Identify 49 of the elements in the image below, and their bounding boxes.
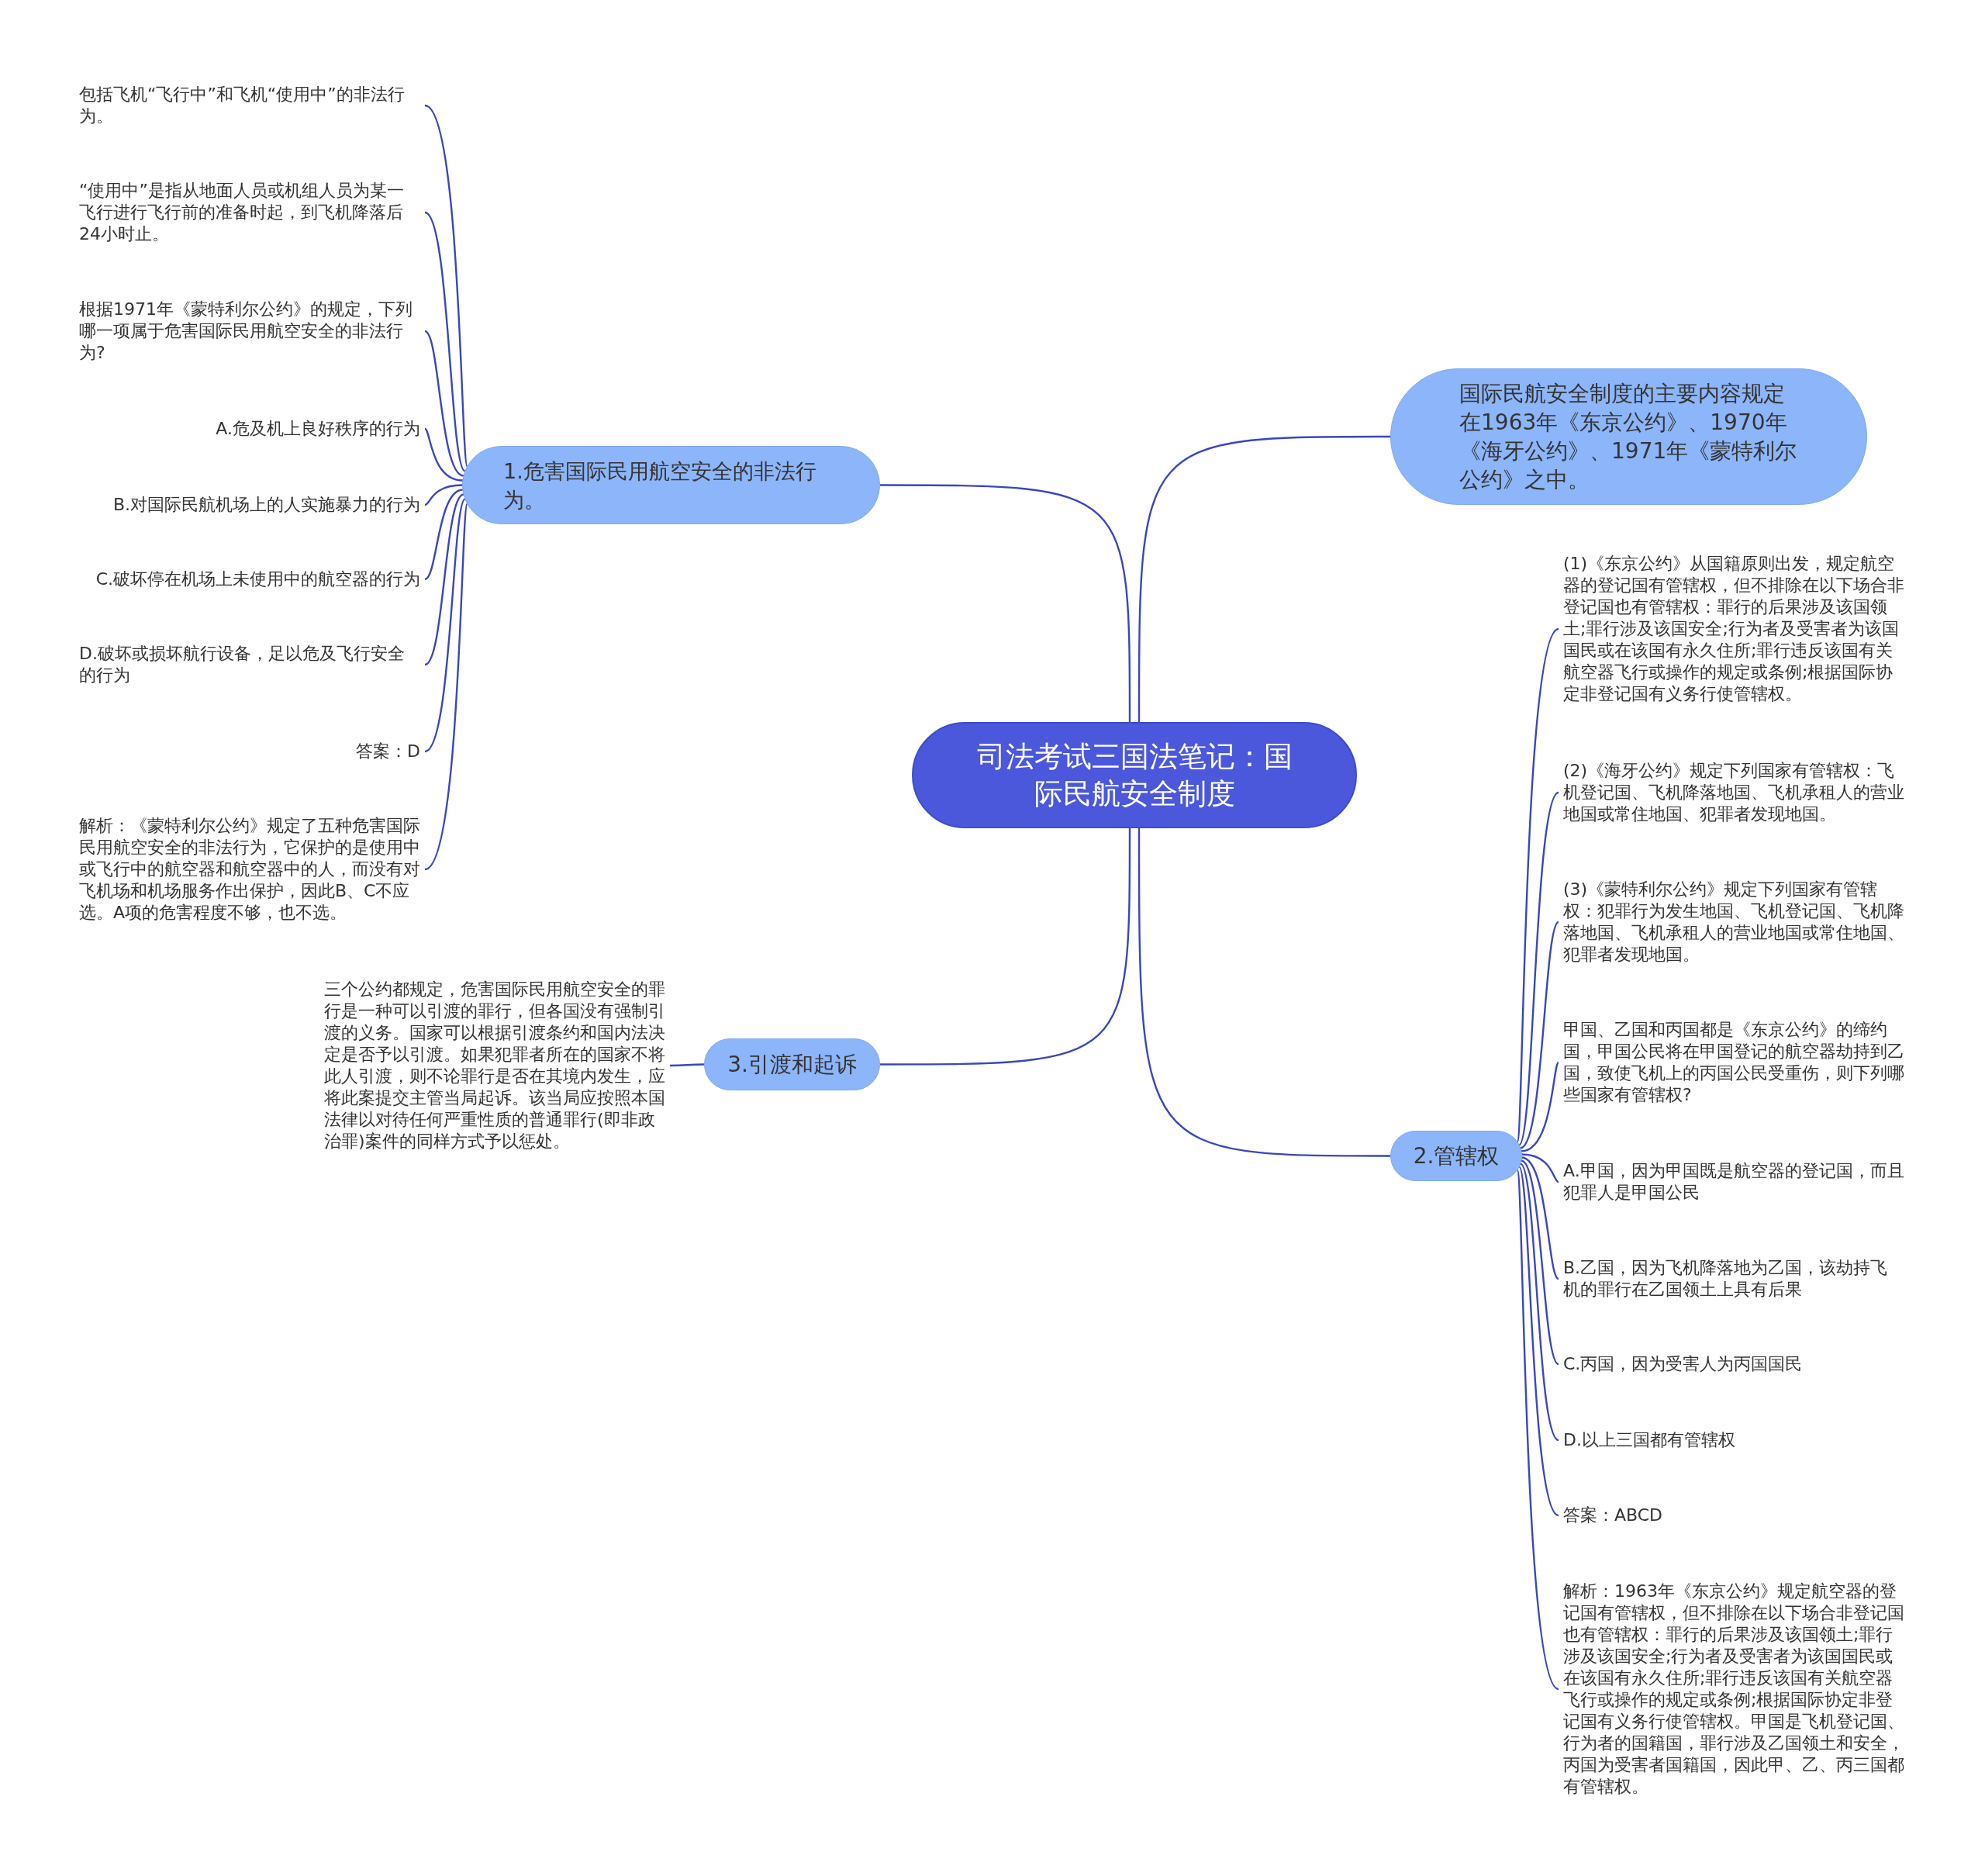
connector-line: [1521, 1159, 1559, 1365]
note-text: 三个公约都规定，危害国际民用航空安全的罪行是一种可以引渡的罪行，但各国没有强制引渡的义务。国家可以根据引渡条约和国内法决定是否予以引渡。如果犯罪者所在的国家不将此人引渡，则不论罪行是否在其境内发生，应将此案提交主管当局起诉。该当局应按照本国法律以对待任何严重性质的普通罪行(即非政治罪)案件的同样方式予以惩处。: [319, 979, 670, 1152]
note-text: 解析：《蒙特利尔公约》规定了五种危害国际民用航空安全的非法行为，它保护的是使用中或飞行中的航空器和航空器中的人，而没有对飞机场和机场服务作出保护，因此B、C不应选。A项的危害程度不够，也不选。: [74, 815, 425, 924]
note-text: (3)《蒙特利尔公约》规定下列国家有管辖权：犯罪行为发生地国、飞机登记国、飞机降落地国、飞机承租人的营业地国或常住地国、犯罪者发现地国。: [1559, 879, 1909, 966]
note-text: 答案：D: [351, 741, 425, 762]
topic-pill: 3.引渡和起诉: [704, 1038, 880, 1090]
connector-line: [1516, 1169, 1559, 1690]
connector-line: [1137, 828, 1390, 1157]
connector-line: [1516, 628, 1559, 1142]
connector-line: [880, 828, 1131, 1066]
note-text: C.破坏停在机场上未使用中的航空器的行为: [91, 568, 425, 590]
note-text: B.乙国，因为飞机降落地为乙国，该劫持飞机的罪行在乙国领土上具有后果: [1559, 1257, 1909, 1301]
connector-line: [1137, 435, 1390, 722]
note-text: 解析：1963年《东京公约》规定航空器的登记国有管辖权，但不排除在以下场合非登记国也有管辖权：罪行的后果涉及该国领土;罪行涉及该国安全;行为者及受害者为该国国民或在该国有永久住所;罪行违反该国有关航空器飞行或操作的规定或条例;根据国际协定非登记国有义务行使管辖权。甲国是飞机登记国、行为者的国籍国，罪行涉及乙国领土和安全，丙国为受害者国籍国，因此甲、乙、丙三国都有管辖权。: [1559, 1581, 1909, 1798]
note-text: 答案：ABCD: [1559, 1505, 1909, 1526]
connector-line: [1521, 1156, 1559, 1280]
note-text: D.破坏或损坏航行设备，足以危及飞行安全的行为: [74, 643, 425, 686]
connector-line: [880, 484, 1131, 722]
topic-pill: 国际民航安全制度的主要内容规定在1963年《东京公约》、1970年《海牙公约》、1971年《蒙特利尔公约》之中。: [1390, 368, 1867, 505]
connector-line: [1518, 1166, 1559, 1516]
note-text: 包括飞机“飞行中”和飞机“使用中”的非法行为。: [74, 84, 425, 127]
connector-line: [1521, 1062, 1559, 1152]
note-text: (1)《东京公约》从国籍原则出发，规定航空器的登记国有管辖权，但不排除在以下场合非登记国也有管辖权：罪行的后果涉及该国领土;罪行涉及该国安全;行为者及受害者为该国国民或在该国有永久住所;罪行违反该国有关航空器飞行或操作的规定或条例;根据国际协定非登记国有义务行使管辖权。: [1559, 553, 1909, 705]
note-text: (2)《海牙公约》规定下列国家有管辖权：飞机登记国、飞机降落地国、飞机承租人的营业地国或常住地国、犯罪者发现地国。: [1559, 760, 1909, 825]
connector-line: [424, 503, 468, 870]
note-text: A.危及机上良好秩序的行为: [211, 418, 425, 440]
connector-line: [1520, 921, 1559, 1149]
connector-line: [424, 489, 464, 580]
note-text: “使用中”是指从地面人员或机组人员为某一飞行进行飞行前的准备时起，到飞机降落后24小时止。: [74, 180, 425, 245]
connector-line: [424, 484, 463, 506]
connector-line: [424, 493, 464, 665]
topic-pill: 2.管辖权: [1390, 1131, 1522, 1181]
connector-line: [424, 330, 464, 477]
connector-line: [424, 212, 466, 472]
connector-line: [424, 498, 466, 752]
topic-pill: 1.危害国际民用航空安全的非法行为。: [462, 446, 880, 524]
connector-line: [1521, 1153, 1559, 1183]
note-text: A.甲国，因为甲国既是航空器的登记国，而且犯罪人是甲国公民: [1559, 1160, 1909, 1204]
connector-line: [670, 1063, 705, 1067]
note-text: B.对国际民航机场上的人实施暴力的行为: [108, 494, 425, 516]
connector-line: [1518, 792, 1559, 1145]
note-text: D.以上三国都有管辖权: [1559, 1429, 1909, 1451]
central-topic: 司法考试三国法笔记：国际民航安全制度: [912, 722, 1357, 828]
note-text: 根据1971年《蒙特利尔公约》的规定，下列哪一项属于危害国际民用航空安全的非法行为?: [74, 299, 425, 364]
connector-line: [424, 105, 468, 467]
connector-line: [1519, 1163, 1559, 1441]
note-text: C.丙国，因为受害人为丙国国民: [1559, 1353, 1909, 1375]
note-text: 甲国、乙国和丙国都是《东京公约》的缔约国，甲国公民将在甲国登记的航空器劫持到乙国，致使飞机上的丙国公民受重伤，则下列哪些国家有管辖权?: [1559, 1019, 1909, 1106]
connector-line: [424, 428, 464, 482]
